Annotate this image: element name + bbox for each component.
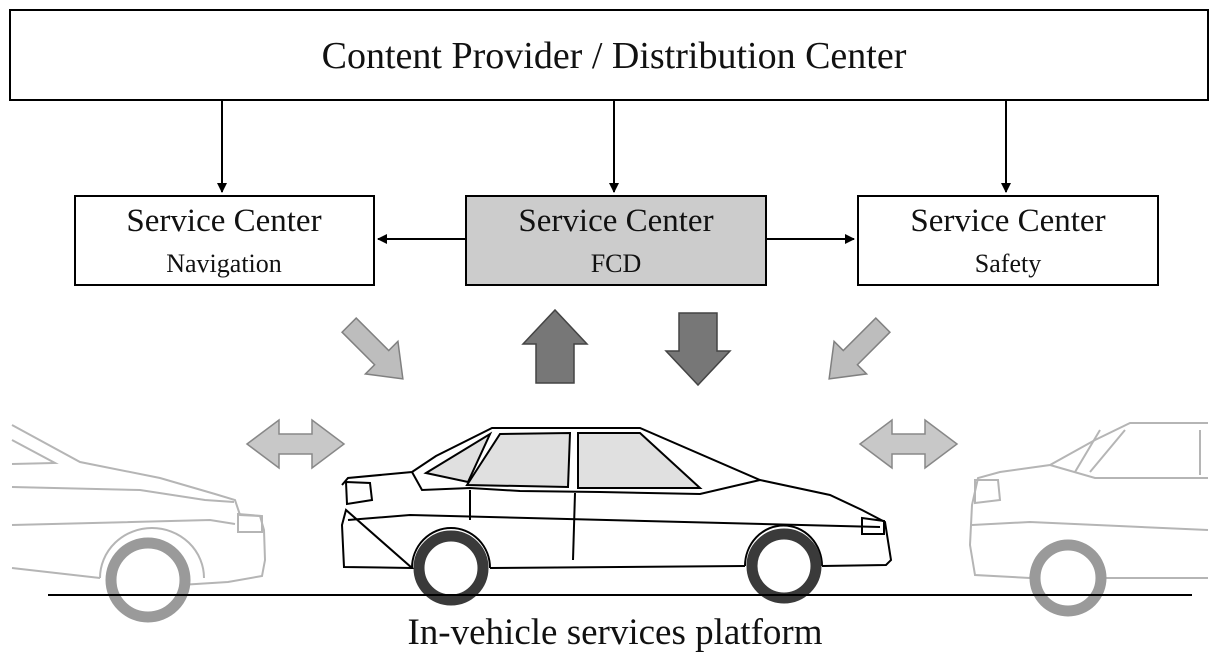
service-center-navigation-title: Service Center xyxy=(126,203,321,239)
double-arrow-right-car xyxy=(858,418,959,470)
service-center-navigation: Service Center Navigation xyxy=(74,195,375,286)
light-arrow-navigation-to-car xyxy=(340,316,404,380)
main-car-rear-wheel xyxy=(413,530,489,606)
content-provider-box: Content Provider / Distribution Center xyxy=(9,9,1209,101)
distribution-arrows xyxy=(217,100,1011,193)
double-arrow-left-car xyxy=(245,418,346,470)
main-car xyxy=(340,427,893,570)
light-arrow-safety-to-car xyxy=(828,316,892,380)
main-car-front-wheel xyxy=(746,528,822,604)
service-center-safety-subtitle: Safety xyxy=(975,249,1041,278)
right-neighbor-car xyxy=(968,422,1209,579)
content-provider-label: Content Provider / Distribution Center xyxy=(322,35,907,77)
platform-label: In-vehicle services platform xyxy=(407,612,822,652)
service-center-fcd: Service Center FCD xyxy=(465,195,767,286)
main-car-wheels xyxy=(413,528,822,606)
service-center-navigation-subtitle: Navigation xyxy=(166,249,282,278)
dark-arrow-fcd-to-car xyxy=(664,312,732,387)
right-neighbor-car-wheel xyxy=(1029,539,1107,617)
service-center-safety-title: Service Center xyxy=(910,203,1105,239)
service-center-fcd-title: Service Center xyxy=(518,203,713,239)
left-neighbor-car-wheel xyxy=(105,537,191,623)
service-center-fcd-subtitle: FCD xyxy=(591,249,642,278)
dark-arrow-car-to-fcd xyxy=(521,308,589,384)
service-center-safety: Service Center Safety xyxy=(857,195,1159,286)
left-neighbor-car xyxy=(11,424,267,586)
